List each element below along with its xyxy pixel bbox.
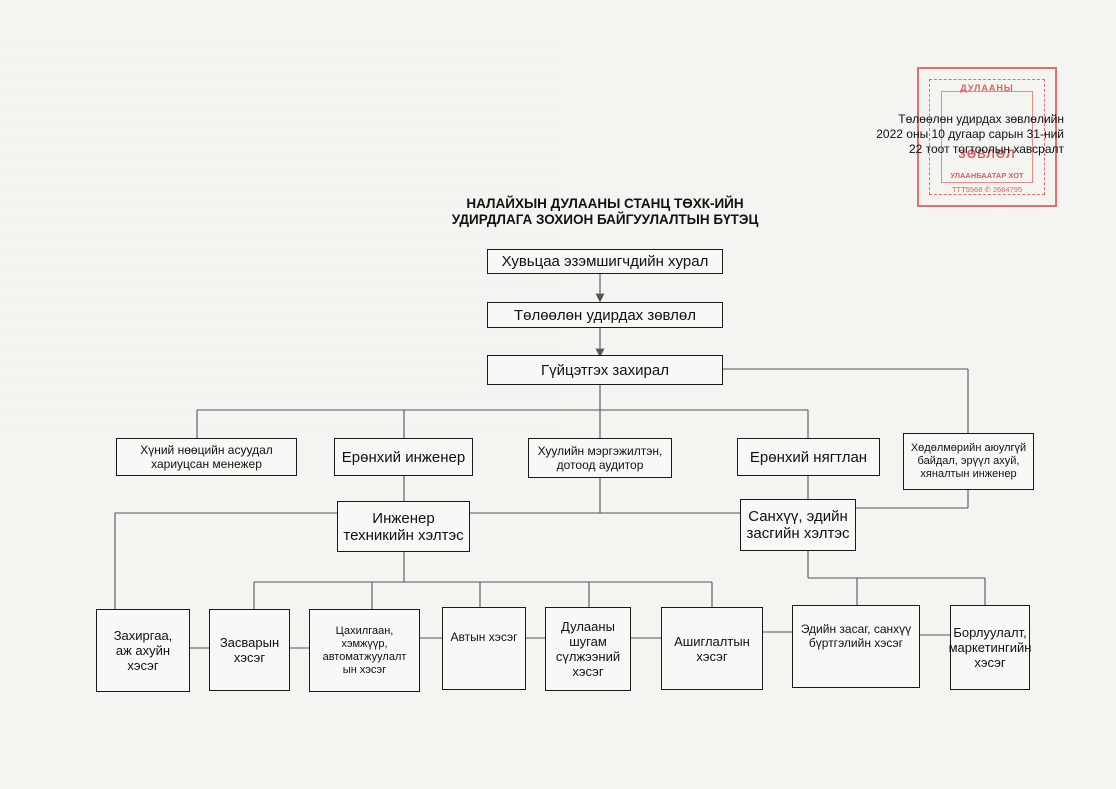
sales-marketing-unit-label: Борлуулалт, маркетингийн хэсэг	[949, 625, 1032, 670]
seal-center-border	[941, 91, 1033, 183]
board-of-directors-box: Төлөөлөн удирдах зөвлөл	[487, 302, 723, 328]
ceo-label: Гүйцэтгэх захирал	[541, 361, 669, 379]
repair-unit-box: Засварын хэсэг	[209, 609, 290, 691]
hr-manager-label: Хүний нөөцийн асуудал хариуцсан менежер	[140, 443, 273, 471]
safety-engineer-box: Хөдөлмөрийн аюулгүй байдал, эрүүл ахуй, …	[903, 433, 1034, 490]
chief-engineer-box: Ерөнхий инженер	[334, 438, 473, 476]
heating-network-line-2: шугам	[569, 634, 607, 649]
shareholders-meeting-box: Хувьцаа эзэмшигчдийн хурал	[487, 249, 723, 274]
seal-text-top: ДУЛААНЫ	[960, 83, 1014, 93]
chief-engineer-label: Ерөнхий инженер	[341, 448, 466, 466]
finance-department-box: Санхүү, эдийн засгийн хэлтэс	[740, 499, 856, 551]
operation-unit-line-2: хэсэг	[696, 648, 728, 664]
admin-unit-line-2: аж ахуйн	[115, 643, 171, 658]
seal-text-city: УЛААНБААТАР ХОТ	[950, 171, 1024, 180]
electrical-unit-line-3: автоматжуулалт	[322, 650, 407, 663]
economics-accounting-unit-box: Эдийн засаг, санхүү бүртгэлийн хэсэг	[792, 605, 920, 688]
sales-unit-line-2: маркетингийн	[948, 640, 1032, 655]
page-title-line-2: УДИРДЛАГА ЗОХИОН БАЙГУУЛАЛТЫН БҮТЭЦ	[451, 212, 759, 227]
admin-unit-box: Захиргаа, аж ахуйн хэсэг	[96, 609, 190, 692]
legal-auditor-label: Хуулийн мэргэжилтэн, дотоод аудитор	[537, 444, 663, 472]
repair-unit-label: Засварын хэсэг	[220, 635, 279, 665]
sales-marketing-unit-box: Борлуулалт, маркетингийн хэсэг	[949, 605, 1032, 690]
sales-unit-line-1: Борлуулалт,	[953, 625, 1027, 640]
engineering-department-label: Инженер техникийн хэлтэс	[343, 510, 463, 544]
repair-unit-line-2: хэсэг	[233, 650, 266, 665]
page-title-line-1: НАЛАЙХЫН ДУЛААНЫ СТАНЦ ТӨХК-ИЙН	[466, 196, 744, 211]
finance-department-label: Санхүү, эдийн засгийн хэлтэс	[746, 508, 849, 542]
seal-text-id: ТТТ5568 ✆ 2684795	[951, 185, 1023, 194]
electrical-automation-unit-box: Цахилгаан, хэмжүүр, автоматжуулалт ын хэ…	[309, 609, 420, 692]
finance-department-line-1: Санхүү, эдийн	[748, 508, 848, 525]
annex-line-2: 2022 оны 10 дугаар сарын 31-ний	[876, 127, 1064, 141]
finance-department-line-2: засгийн хэлтэс	[746, 525, 850, 542]
annex-line-1: Төлөөлөн удирдах зөвлөлийн	[898, 112, 1064, 126]
chief-accountant-label: Ерөнхий нягтлан	[749, 448, 868, 466]
heating-network-line-1: Дулааны	[561, 619, 615, 634]
sales-unit-line-3: хэсэг	[974, 655, 1006, 670]
repair-unit-line-1: Засварын	[219, 635, 280, 650]
seal-text-middle: ЗӨВЛӨЛ	[958, 147, 1016, 161]
heating-network-unit-label: Дулааны шугам сүлжээний хэсэг	[556, 619, 620, 679]
board-of-directors-label: Төлөөлөн удирдах зөвлөл	[513, 306, 697, 324]
operation-unit-box: Ашиглалтын хэсэг	[661, 607, 763, 690]
heating-network-unit-box: Дулааны шугам сүлжээний хэсэг	[545, 607, 631, 691]
heating-network-line-4: хэсэг	[572, 664, 604, 679]
chief-accountant-box: Ерөнхий нягтлан	[737, 438, 880, 476]
economics-accounting-unit-label: Эдийн засаг, санхүү бүртгэлийн хэсэг	[801, 622, 911, 650]
engineering-department-box: Инженер техникийн хэлтэс	[337, 501, 470, 552]
electrical-automation-unit-label: Цахилгаан, хэмжүүр, автоматжуулалт ын хэ…	[323, 625, 407, 677]
annex-note: Төлөөлөн удирдах зөвлөлийн 2022 оны 10 д…	[820, 112, 1064, 157]
legal-auditor-box: Хуулийн мэргэжилтэн, дотоод аудитор	[528, 438, 672, 478]
economics-unit-line-1: Эдийн засаг, санхүү	[800, 622, 912, 636]
admin-unit-line-1: Захиргаа,	[113, 628, 173, 643]
annex-line-3: 22 тоот тогтоолын хавсралт	[908, 142, 1064, 156]
page-title: НАЛАЙХЫН ДУЛААНЫ СТАНЦ ТӨХК-ИЙН УДИРДЛАГ…	[380, 196, 830, 228]
electrical-unit-line-1: Цахилгаан,	[335, 624, 394, 637]
electrical-unit-line-2: хэмжүүр,	[341, 637, 388, 650]
safety-engineer-label: Хөдөлмөрийн аюулгүй байдал, эрүүл ахуй, …	[910, 442, 1027, 480]
ceo-box: Гүйцэтгэх захирал	[487, 355, 723, 385]
vehicle-unit-box: Автын хэсэг	[442, 607, 526, 690]
official-seal: ДУЛААНЫ ЗӨВЛӨЛ УЛААНБААТАР ХОТ ТТТ5568 ✆…	[917, 67, 1057, 207]
shareholders-meeting-label: Хувьцаа эзэмшигчдийн хурал	[501, 253, 709, 270]
operation-unit-label: Ашиглалтын хэсэг	[674, 634, 750, 664]
admin-unit-label: Захиргаа, аж ахуйн хэсэг	[114, 628, 173, 673]
vehicle-unit-label: Автын хэсэг	[450, 630, 518, 644]
operation-unit-line-1: Ашиглалтын	[674, 633, 750, 649]
seal-inner-border	[929, 79, 1045, 195]
heating-network-line-3: сүлжээний	[555, 649, 621, 664]
economics-unit-line-2: бүртгэлийн хэсэг	[808, 636, 904, 650]
hr-manager-box: Хүний нөөцийн асуудал хариуцсан менежер	[116, 438, 297, 476]
electrical-unit-line-4: ын хэсэг	[342, 663, 387, 676]
engineering-department-line-2: техникийн хэлтэс	[343, 526, 464, 544]
admin-unit-line-3: хэсэг	[127, 658, 159, 673]
engineering-department-line-1: Инженер	[372, 509, 435, 527]
